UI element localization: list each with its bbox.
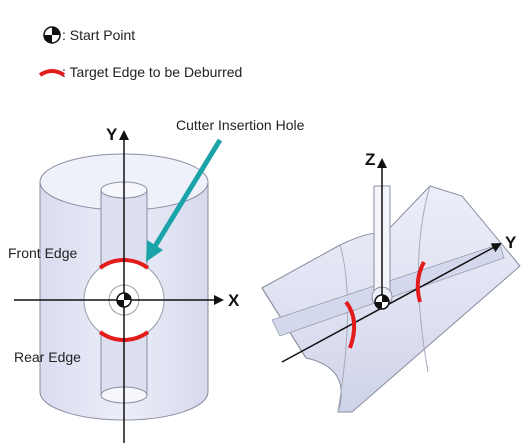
left-x-axis-label: X <box>228 291 240 310</box>
left-start-point-icon <box>116 292 132 308</box>
right-rear-edge-mark <box>415 261 426 303</box>
cutter-hole-pointer-arrowhead <box>146 240 163 262</box>
left-y-axis-label: Y <box>106 125 118 144</box>
rear-edge-label: Rear Edge <box>14 349 81 365</box>
legend-start-point-label: : Start Point <box>62 27 135 43</box>
right-view: Z Y <box>261 150 521 413</box>
legend-target-edge-label: : Target Edge to be Deburred <box>62 64 242 80</box>
right-z-axis-label: Z <box>365 150 375 169</box>
target-edge-icon <box>38 69 66 77</box>
cutter-hole-pointer-arrow <box>151 138 223 250</box>
neck-contour-left <box>337 244 348 413</box>
front-edge-label: Front Edge <box>8 245 77 261</box>
right-y-axis-label: Y <box>505 233 517 252</box>
right-y-axis <box>281 243 502 363</box>
right-start-point-icon <box>374 294 390 310</box>
legend: : Start Point : Target Edge to be Deburr… <box>38 26 242 80</box>
cutter-insertion-hole-label: Cutter Insertion Hole <box>176 117 305 133</box>
left-view: Y X Cutter Insertion Hole Front Edge Rea… <box>8 117 305 443</box>
right-front-edge-mark <box>344 300 357 349</box>
start-point-icon <box>43 26 61 44</box>
